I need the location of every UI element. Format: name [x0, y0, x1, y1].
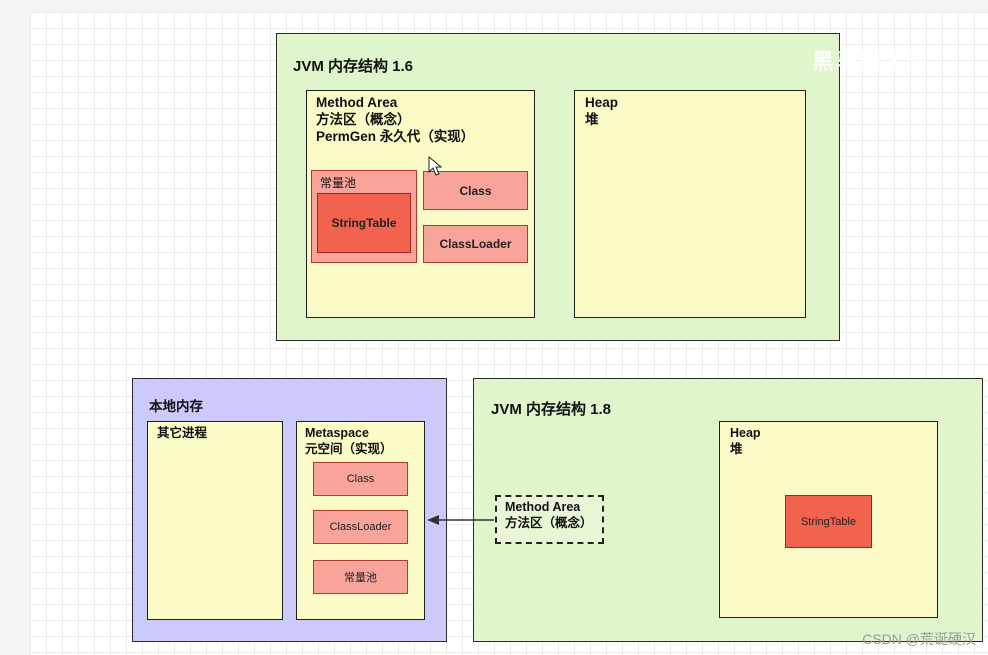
other-process-label: 其它进程 — [157, 426, 208, 440]
jvm16-method-area-concept: 方法区（概念） — [316, 112, 411, 127]
jvm18-string-table-label: StringTable — [800, 515, 857, 528]
jvm18-heap-cn: 堆 — [730, 442, 743, 456]
metaspace-label: Metaspace — [305, 426, 369, 440]
metaspace-classloader: ClassLoader — [313, 510, 408, 544]
watermark-top: 黑马程序员 — [812, 49, 928, 74]
jvm18-heap-label: Heap — [730, 426, 761, 440]
jvm16-string-table: StringTable — [317, 193, 411, 253]
metaspace-classloader-label: ClassLoader — [329, 521, 392, 533]
metaspace-class-label: Class — [346, 473, 375, 485]
metaspace-constant-pool: 常量池 — [313, 560, 408, 594]
metaspace-class: Class — [313, 462, 408, 496]
jvm16-heap-label: Heap — [585, 95, 619, 110]
mouse-cursor-icon — [428, 156, 442, 176]
jvm16-class: Class — [423, 171, 528, 210]
jvm18-method-area: Method Area 方法区（概念） — [495, 495, 604, 544]
jvm16-heap: Heap 堆 — [574, 90, 806, 318]
jvm16-title: JVM 内存结构 1.6 — [293, 58, 414, 75]
jvm16-heap-cn: 堆 — [585, 112, 599, 127]
jvm16-class-label: Class — [459, 183, 492, 198]
jvm16-constant-pool-label: 常量池 — [320, 176, 357, 190]
jvm16-classloader: ClassLoader — [423, 225, 528, 263]
watermark-csdn: CSDN @荒诞硬汉 — [862, 631, 976, 647]
jvm16-classloader-label: ClassLoader — [439, 237, 512, 251]
metaspace-constant-pool-label: 常量池 — [344, 572, 377, 584]
jvm16-method-area-label: Method Area — [316, 95, 398, 110]
jvm16-string-table-label: StringTable — [331, 216, 397, 230]
jvm16-method-area-impl: PermGen 永久代（实现） — [316, 129, 475, 144]
native-memory-title: 本地内存 — [149, 399, 203, 414]
other-process: 其它进程 — [147, 421, 283, 620]
jvm18-title: JVM 内存结构 1.8 — [491, 401, 612, 418]
jvm18-string-table: StringTable — [785, 495, 872, 548]
jvm18-method-area-concept: 方法区（概念） — [505, 516, 593, 530]
jvm18-method-area-label: Method Area — [505, 500, 581, 514]
metaspace-impl: 元空间（实现） — [305, 442, 393, 456]
